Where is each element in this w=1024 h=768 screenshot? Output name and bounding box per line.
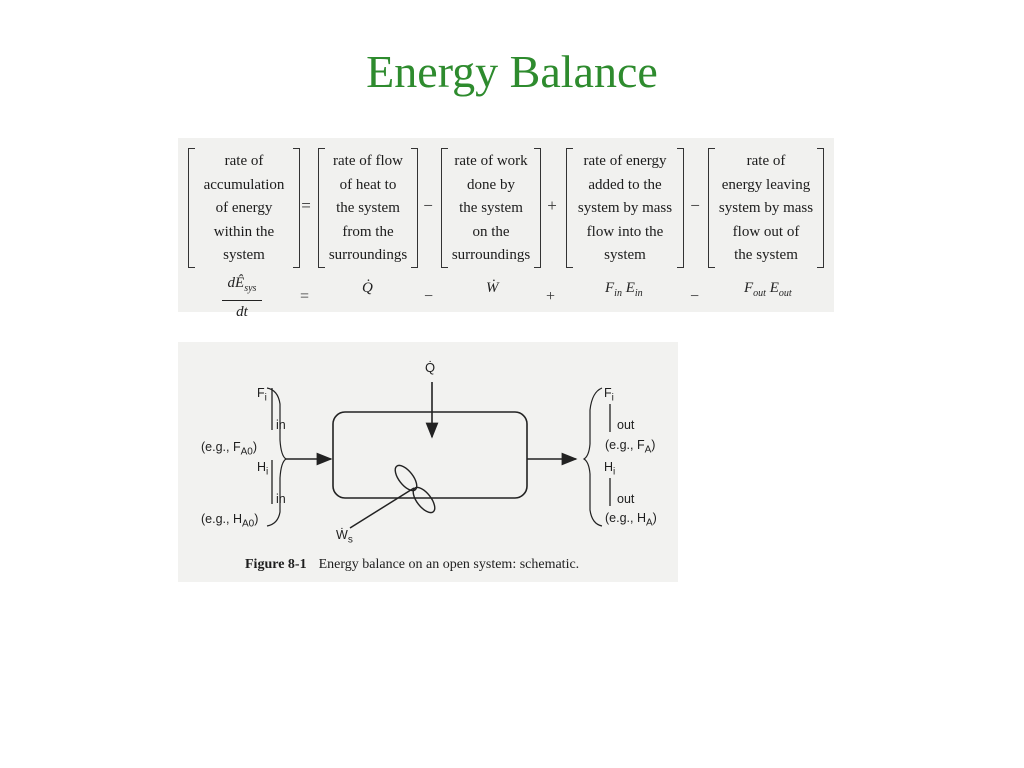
outlet-enthalpy-example: (e.g., HA) [605,511,657,529]
term-line: surroundings [328,247,408,264]
symbol-plus: + [546,288,556,305]
outlet-flow-example: (e.g., FA) [605,438,656,456]
term-energy-in: rate of energy added to the system by ma… [566,148,684,270]
term-line: surroundings [451,247,531,264]
term-line: rate of [746,153,786,170]
inlet-subscript: in [276,418,286,432]
term-line: accumulation [203,176,285,193]
term-line: the system [734,247,798,264]
term-line: of energy [215,200,273,217]
term-line: flow out of [732,223,800,240]
energy-balance-word-equation: rate of accumulation of energy within th… [178,138,834,312]
symbol-q-dot: Q̇ [362,280,373,296]
impeller-blade [412,486,436,514]
symbol-equals: = [300,288,310,305]
outlet-brace [582,387,603,527]
term-line: the system [336,200,400,217]
slide-title: Energy Balance [366,46,658,97]
operator-minus: − [690,196,700,215]
term-line: rate of flow [333,153,403,170]
symbol-fout-eout: Fout Eout [744,280,792,299]
operator-minus: − [423,196,433,215]
inlet-subscript: in [276,492,286,506]
term-line: energy leaving [721,176,811,193]
term-line: added to the [588,176,662,193]
outlet-subscript: out [617,492,635,506]
inlet-flow-label: Fi [257,386,267,404]
inlet-flow-example: (e.g., FA0) [201,440,257,458]
term-accumulation: rate of accumulation of energy within th… [188,148,300,270]
lhs-derivative: dÊsys dt [222,274,262,321]
term-line: flow into the [586,223,664,240]
heat-label: Q̇ [425,360,436,375]
outlet-subscript: out [617,418,635,432]
open-system-schematic [178,342,678,582]
term-line: rate of energy [583,153,667,170]
term-heat-flow: rate of flow of heat to the system from … [318,148,418,270]
inlet-enthalpy-label: Hi [257,460,269,478]
system-box [332,411,528,499]
term-line: rate of work [454,153,528,170]
term-line: from the [342,223,394,240]
figure-caption: Figure 8-1 Energy balance on an open syst… [245,557,579,573]
term-line: system [604,247,646,264]
outlet-flow-label: Fi [604,386,614,404]
symbol-fin-ein: Fin Ein [605,280,643,299]
operator-equals: = [301,196,311,215]
figure-number: Figure 8-1 [245,557,307,572]
inlet-brace [266,387,288,527]
shaft-line [349,487,415,529]
term-line: rate of [224,153,264,170]
term-line: within the [213,223,275,240]
term-line: system by mass [718,200,814,217]
symbol-w-dot: Ẇ [486,280,499,296]
operator-plus: + [547,196,557,215]
figure-caption-text: Energy balance on an open system: schema… [318,557,580,572]
inlet-enthalpy-example: (e.g., HA0) [201,512,259,530]
term-line: system [223,247,265,264]
term-work: rate of work done by the system on the s… [441,148,541,270]
symbol-minus: − [424,288,434,305]
term-line: on the [472,223,510,240]
term-line: of heat to [339,176,397,193]
term-line: the system [459,200,523,217]
term-line: done by [467,176,515,193]
symbol-minus: − [690,288,700,305]
impeller-blade [394,464,418,492]
shaft-work-label: Ẇs [336,528,353,546]
term-line: system by mass [577,200,673,217]
term-energy-out: rate of energy leaving system by mass fl… [708,148,824,270]
outlet-enthalpy-label: Hi [604,460,616,478]
